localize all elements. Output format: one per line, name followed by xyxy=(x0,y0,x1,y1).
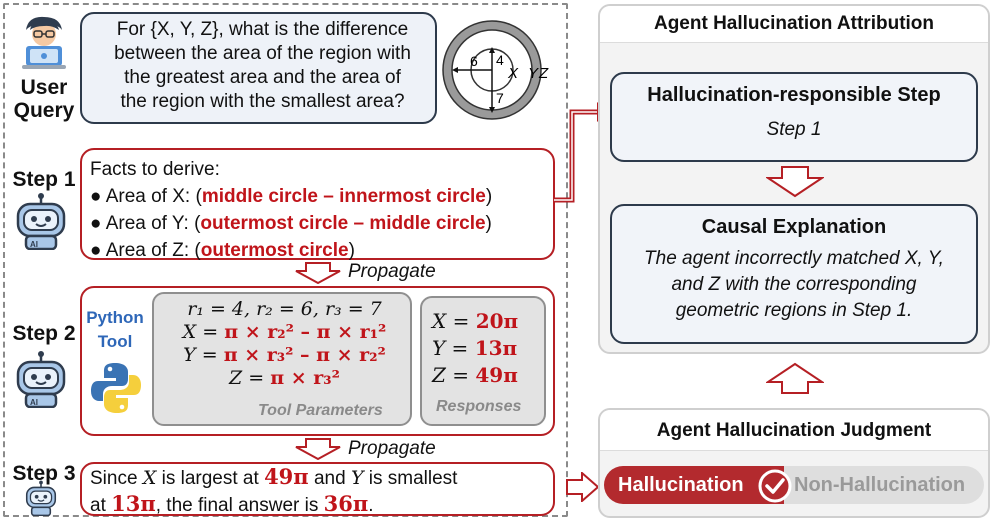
step3-label: Step 3 xyxy=(12,462,76,485)
region-z-label: Z xyxy=(538,65,549,82)
region-y-label: Y xyxy=(528,65,539,82)
response-y: Y = 13π xyxy=(432,336,518,360)
tool-parameters-box xyxy=(152,292,412,426)
python-logo-icon xyxy=(91,363,141,413)
tool-parameters-content: r₁ = 4, r₂ = 6, r₃ = 7 X = π × r₂² – π ×… xyxy=(162,298,407,390)
up-arrow-icon xyxy=(766,362,824,394)
propagate-label-2: Propagate xyxy=(348,438,436,459)
concentric-circles-diagram: 4 6 7 X Y Z xyxy=(442,20,549,120)
tool-parameters-label: Tool Parameters xyxy=(258,402,383,419)
response-x: X = 20π xyxy=(432,309,519,333)
causal-explanation-body: The agent incorrectly matched X, Y, and … xyxy=(644,248,944,321)
step3-box xyxy=(80,462,555,516)
responses-box xyxy=(420,296,546,426)
down-arrow-icon xyxy=(295,438,341,460)
robot-icon: AI xyxy=(16,351,66,408)
fact-item-x: ● Area of X: (middle circle – innermost … xyxy=(90,186,493,207)
fact-item-z: ● Area of Z: (outermost circle) xyxy=(90,240,355,261)
formula-z: Z = π × r₃² xyxy=(229,367,340,389)
checkmark-icon xyxy=(758,469,792,503)
r1-label: 4 xyxy=(496,52,504,68)
judgment-panel-header xyxy=(600,410,988,451)
response-z: Z = 49π xyxy=(432,363,518,387)
step1-box xyxy=(80,148,555,260)
svg-text:AI: AI xyxy=(30,240,38,249)
causal-explanation-title: Causal Explanation xyxy=(701,216,887,238)
step1-content: Facts to derive: ● Area of X: (middle ci… xyxy=(90,156,492,264)
reasoning-trajectory-frame xyxy=(3,3,568,517)
formula-y: Y = π × r₃² – π × r₂² xyxy=(183,344,386,366)
responsible-step-value: Step 1 xyxy=(766,119,822,140)
judgment-title: Agent Hallucination Judgment xyxy=(656,420,932,441)
attribution-panel-header xyxy=(600,6,988,43)
svg-text:AI: AI xyxy=(30,398,38,407)
down-arrow-icon xyxy=(766,166,824,198)
query-box xyxy=(80,12,437,124)
right-arrow-icon xyxy=(566,472,600,502)
step3-content: Since X is largest at 49π and Y is small… xyxy=(90,464,457,518)
step3-line2: at 13π, the final answer is 36π. xyxy=(90,491,374,516)
responsible-step-card xyxy=(610,72,978,162)
propagate-label-1: Propagate xyxy=(348,261,436,282)
radii-line: r₁ = 4, r₂ = 6, r₃ = 7 xyxy=(187,298,382,320)
non-hallucination-option[interactable]: Non-Hallucination xyxy=(784,466,984,504)
down-arrow-icon xyxy=(295,262,341,284)
robot-icon: AI xyxy=(16,193,66,250)
responsible-step-title: Hallucination-responsible Step xyxy=(647,84,941,106)
formula-x: X = π × r₂² – π × r₁² xyxy=(182,321,387,343)
hallucination-option[interactable]: Hallucination xyxy=(604,466,784,504)
step2-label: Step 2 xyxy=(12,322,76,345)
r2-label: 6 xyxy=(470,53,478,69)
causal-explanation-card xyxy=(610,204,978,344)
fact-item-y: ● Area of Y: (outermost circle – middle … xyxy=(90,213,492,234)
query-text: For {X, Y, Z}, what is the difference be… xyxy=(114,19,411,112)
responses-label: Responses xyxy=(436,398,522,415)
step1-label: Step 1 xyxy=(12,168,76,191)
responses-content: X = 20π Y = 13π Z = 49π xyxy=(432,308,518,389)
attribution-title: Agent Hallucination Attribution xyxy=(653,13,935,34)
user-laptop-icon xyxy=(22,16,66,69)
robot-icon xyxy=(25,480,57,516)
r3-label: 7 xyxy=(496,90,504,106)
facts-heading: Facts to derive: xyxy=(90,159,220,180)
step3-line1: Since X is largest at 49π and Y is small… xyxy=(90,464,458,489)
region-x-label: X xyxy=(507,65,519,82)
